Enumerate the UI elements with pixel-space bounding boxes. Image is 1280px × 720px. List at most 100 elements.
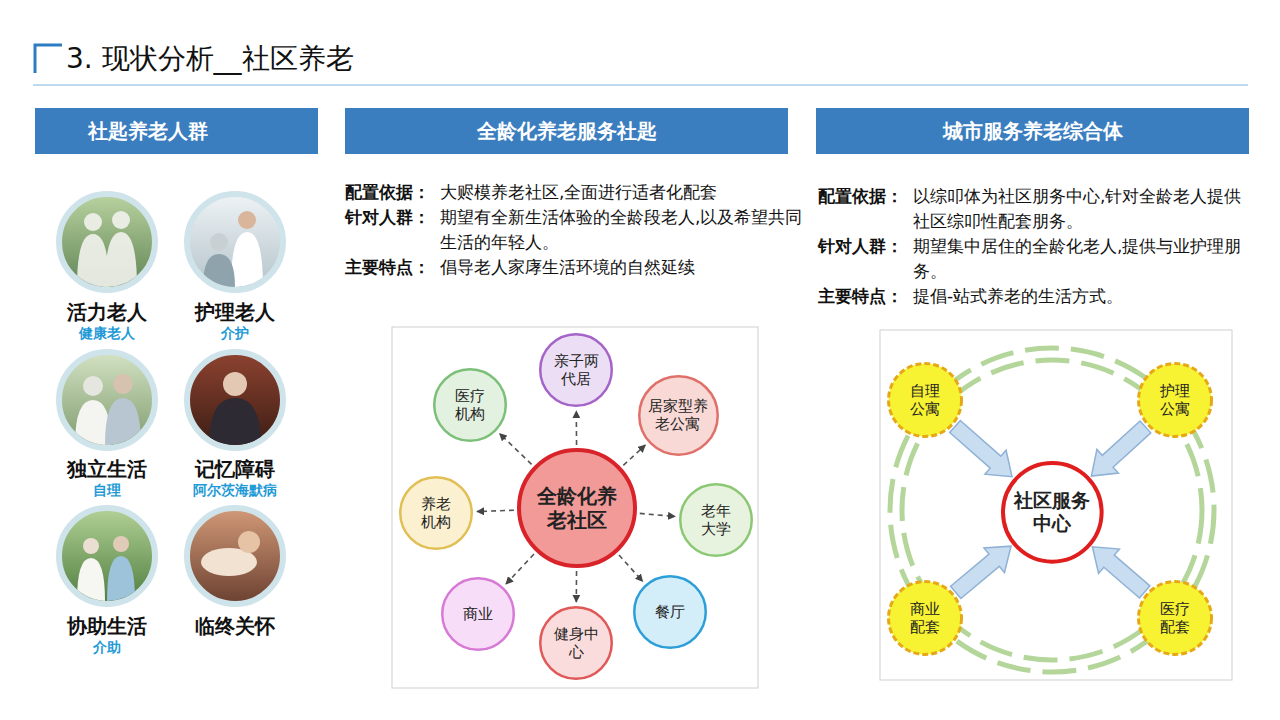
- field-text: 大赆模养老社区,全面进行适者化配套: [440, 180, 805, 205]
- photo-active-elderly: [84, 213, 102, 231]
- photo-independent-living: [59, 352, 155, 448]
- band-title: 社匙养老人群: [88, 118, 208, 145]
- photo-independent-living: [83, 376, 103, 396]
- page-title: 3. 现状分析__社区养老: [66, 40, 354, 78]
- facility-circle: 健身中心: [539, 606, 613, 680]
- photo-hospice-care: [187, 508, 283, 604]
- circle-label: 护理公寓: [1160, 382, 1190, 418]
- group-subname: 自理: [37, 481, 177, 499]
- circle-shape: [680, 484, 752, 556]
- photo-memory-care: [223, 372, 247, 396]
- photo-nursing-care: [187, 194, 283, 290]
- care-group-label: 护理老人介护: [165, 300, 305, 342]
- facility-circle: 自理公寓: [887, 362, 963, 438]
- field-name: 针对人群：: [818, 234, 903, 284]
- block-arrow: [950, 420, 1012, 476]
- facility-circle: 全龄化养老社区: [517, 448, 637, 568]
- photo-active-elderly: [77, 234, 109, 287]
- circle-shape: [540, 334, 612, 406]
- block-arrow: [1092, 547, 1150, 598]
- circle-shape: [889, 364, 962, 437]
- group-name: 独立生活: [37, 457, 177, 481]
- field-text: 期望有全新生活体验的全龄段老人,以及希望共同生活的年轻人。: [440, 205, 805, 255]
- group-name: 临终关怀: [165, 614, 305, 638]
- photo-active-elderly: [59, 194, 155, 290]
- photo-active-elderly: [77, 211, 137, 287]
- circle-label: 自理公寓: [910, 382, 940, 418]
- facility-circle: 亲子两代居: [539, 333, 613, 407]
- circle-label: 健身中心: [554, 625, 599, 661]
- care-group-label: 活力老人健康老人: [37, 300, 177, 342]
- circle-shape: [1139, 364, 1212, 437]
- field-text: 以综叩体为社区朋务中心,针对全龄老人提供社区综叩性配套朋务。: [913, 184, 1258, 234]
- photo-nursing-care: [203, 254, 235, 287]
- field-name: 针对人群：: [345, 205, 430, 255]
- facility-circle: 护理公寓: [1137, 362, 1213, 438]
- dashed-arrow: [619, 555, 643, 581]
- photo-memory-care: [187, 352, 283, 448]
- facility-circle: 商业: [441, 577, 515, 651]
- photo-nursing-care: [187, 194, 283, 290]
- circle-label: 医疗配套: [1160, 600, 1190, 636]
- photo-nursing-care: [231, 232, 263, 287]
- dashed-arrow: [576, 571, 578, 602]
- dashed-arrow: [575, 411, 577, 445]
- group-name: 护理老人: [165, 300, 305, 324]
- photo-active-elderly: [112, 211, 130, 229]
- facility-circle: 养老机构: [399, 476, 473, 550]
- circle-label: 商业: [463, 605, 493, 623]
- diagram-frame: [880, 330, 1232, 680]
- photo-assisted-living: [83, 538, 99, 554]
- field-text: 期望集中居住的全龄化老人,提供与业护理朋务。: [913, 234, 1258, 284]
- field-text: 倡导老人家庨生活环境的自然延续: [440, 255, 805, 280]
- info-list: 配置依据：以综叩体为社区朋务中心,针对全龄老人提供社区综叩性配套朋务。针对人群：…: [818, 184, 1258, 309]
- block-arrow: [951, 546, 1011, 598]
- header-band: 全龄化养老服务社匙: [345, 108, 788, 154]
- block-arrow: [1091, 421, 1150, 476]
- photo-memory-care: [187, 352, 283, 448]
- info-list: 配置依据：大赆模养老社区,全面进行适者化配套针对人群：期望有全新生活体验的全龄段…: [345, 180, 805, 280]
- circle-label: 亲子两代居: [554, 352, 599, 388]
- diagram-frame: [392, 327, 758, 688]
- field-text: 提倡-站式养老的生活方式。: [913, 284, 1258, 309]
- dashed-arrow: [500, 433, 532, 464]
- photo-independent-living: [113, 374, 133, 394]
- circle-label: 居家型养老公寓: [648, 397, 708, 433]
- circle-shape: [639, 376, 717, 454]
- group-name: 活力老人: [37, 300, 177, 324]
- facility-circle: 老年大学: [679, 483, 753, 557]
- facility-circle: 居家型养老公寓: [638, 375, 719, 456]
- dashed-arrow: [506, 554, 534, 584]
- care-group-label: 记忆障碍阿尔茨海默病: [165, 457, 305, 499]
- photo-assisted-living: [107, 556, 135, 601]
- photo-memory-care: [209, 372, 261, 445]
- circle-label: 医疗机构: [455, 387, 485, 423]
- service-ring: [890, 348, 1214, 672]
- group-subname: 介护: [165, 324, 305, 342]
- circle-shape: [889, 582, 962, 655]
- photo-active-elderly: [59, 194, 155, 290]
- field-name: 主要特点：: [345, 255, 430, 280]
- facility-circle: 餐厅: [633, 575, 707, 649]
- photo-assisted-living: [113, 536, 129, 552]
- care-group-label: 临终关怀: [165, 614, 305, 638]
- circle-shape: [634, 576, 706, 648]
- photo-independent-living: [75, 374, 141, 445]
- title-icon: [35, 45, 62, 73]
- circle-label: 商业配套: [910, 600, 940, 636]
- circle-shape: [400, 477, 472, 549]
- group-subname: 健康老人: [37, 324, 177, 342]
- dashed-arrow: [623, 445, 645, 465]
- photo-memory-care: [209, 398, 261, 445]
- care-group-label: 独立生活自理: [37, 457, 177, 499]
- photo-active-elderly: [105, 232, 137, 287]
- circle-label: 餐厅: [655, 603, 685, 621]
- photo-assisted-living: [59, 508, 155, 604]
- circle-label: 全龄化养老社区: [537, 484, 617, 532]
- circle-shape: [1139, 582, 1212, 655]
- circle-shape: [1003, 463, 1102, 562]
- circle-shape: [519, 450, 635, 566]
- facility-circle: 医疗机构: [433, 368, 507, 442]
- band-title: 城市服务养老综合体: [943, 118, 1123, 145]
- title-rule: [33, 85, 1248, 86]
